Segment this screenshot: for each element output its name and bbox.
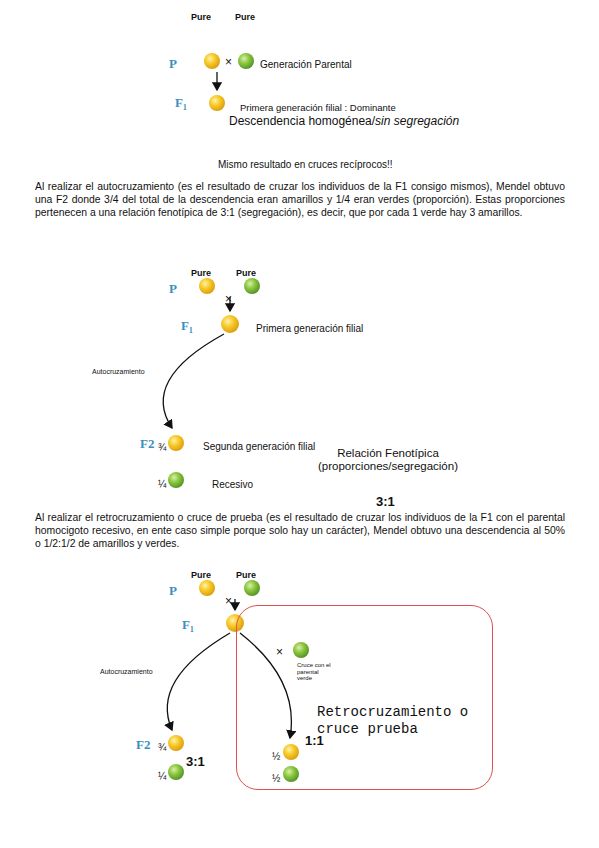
ratio: 3:1 (186, 752, 205, 770)
purity-label: Pure (236, 564, 256, 582)
caption: Generación Parental (260, 54, 352, 72)
caption: Primera generación filial (256, 323, 363, 334)
cross-sign: × (225, 594, 232, 608)
cross-arrow (163, 72, 291, 738)
box-title: Retrocruzamiento o cruce prueba (317, 704, 477, 738)
paragraph: Al realizar el retrocruzamiento o cruce … (35, 511, 565, 550)
note: Relación Fenotípica (proporciones/segreg… (318, 447, 458, 473)
ratio: 3:1 (186, 754, 205, 769)
purity-label: Pure (191, 268, 211, 278)
fraction: ¾ (158, 437, 166, 455)
generation-label: P (169, 281, 177, 296)
fraction: ¾ (158, 442, 166, 453)
caption: Primera generación filial : Dominante (240, 102, 396, 113)
generation-label: F2 (136, 737, 150, 752)
note: Mismo resultado en cruces recíprocos!! (218, 154, 393, 172)
arrow-label: Autocruzamiento (100, 668, 153, 675)
caption: Primera generación filial (256, 318, 363, 336)
purity-label: Pure (236, 262, 256, 280)
purity-label: Pure (191, 262, 211, 280)
caption: Descendencia homogénea/ (229, 114, 375, 128)
ratio: 1:1 (305, 733, 324, 748)
cross-sign: × (225, 289, 232, 307)
caption: Segunda generación filial (203, 441, 315, 452)
caption: Recesivo (212, 479, 253, 490)
generation-label: P (169, 54, 177, 72)
purity-label: Pure (191, 570, 211, 580)
generation-label: F₁ (175, 93, 187, 111)
fraction: ¼ (158, 474, 166, 492)
caption: Recesivo (212, 474, 253, 492)
fraction: ¼ (158, 479, 166, 490)
purity-label: Pure (235, 6, 255, 24)
arrow-label: Autocruzamiento (100, 660, 153, 678)
generation-label: P (169, 279, 177, 297)
fraction: ½ (272, 768, 280, 786)
caption: Primera generación filial : Dominante (240, 97, 396, 115)
note: Cruce con el parental verde (297, 662, 331, 682)
cross-sign: × (225, 55, 232, 69)
paragraph: Al realizar el autocruzamiento (es el re… (35, 180, 565, 219)
generation-label: F2 (136, 735, 150, 753)
purity-label: Pure (191, 564, 211, 582)
fraction: ¼ (158, 766, 166, 784)
note: Relación Fenotípica (proporciones/segreg… (318, 447, 458, 473)
generation-label: F2 (140, 436, 154, 451)
arrow-label: Autocruzamiento (92, 368, 145, 375)
note: Mismo resultado en cruces recíprocos!! (218, 159, 393, 170)
generation-label: F2 (140, 434, 154, 452)
generation-label: P (169, 56, 177, 71)
generation-label: P (169, 583, 177, 598)
fraction: ¼ (158, 771, 166, 782)
backcross-box: Retrocruzamiento o cruce prueba (236, 605, 493, 790)
generation-label: F₁ (181, 318, 193, 333)
note: Cruce con el parental verde (297, 662, 331, 682)
ratio: 1:1 (305, 731, 324, 749)
purity-label: Pure (236, 268, 256, 278)
paragraph: Al realizar el retrocruzamiento o cruce … (35, 511, 565, 550)
cross-sign: × (225, 292, 232, 306)
caption: Descendencia homogénea/sin segregación (229, 111, 459, 129)
purity-label: Pure (235, 12, 255, 22)
ratio: 3:1 (376, 494, 395, 509)
caption: sin segregación (375, 114, 459, 128)
caption: Segunda generación filial (203, 436, 315, 454)
cross-sign: × (225, 591, 232, 609)
generation-label: F₁ (182, 615, 194, 633)
cross-sign: × (276, 645, 283, 659)
fraction: ½ (272, 773, 280, 784)
generation-label: P (169, 581, 177, 599)
ratio: 3:1 (376, 492, 395, 510)
fraction: ¾ (158, 737, 166, 755)
generation-label: F₁ (182, 617, 194, 632)
purity-label: Pure (191, 6, 211, 24)
fraction: ¾ (158, 742, 166, 753)
paragraph: Al realizar el autocruzamiento (es el re… (35, 180, 565, 219)
arrow-label: Autocruzamiento (92, 360, 145, 378)
caption: Generación Parental (260, 59, 352, 70)
generation-label: F₁ (175, 95, 187, 110)
purity-label: Pure (191, 12, 211, 22)
fraction: ½ (272, 746, 280, 764)
cross-sign: × (276, 642, 283, 660)
fraction: ½ (272, 751, 280, 762)
cross-sign: × (225, 52, 232, 70)
generation-label: F₁ (181, 316, 193, 334)
purity-label: Pure (236, 570, 256, 580)
